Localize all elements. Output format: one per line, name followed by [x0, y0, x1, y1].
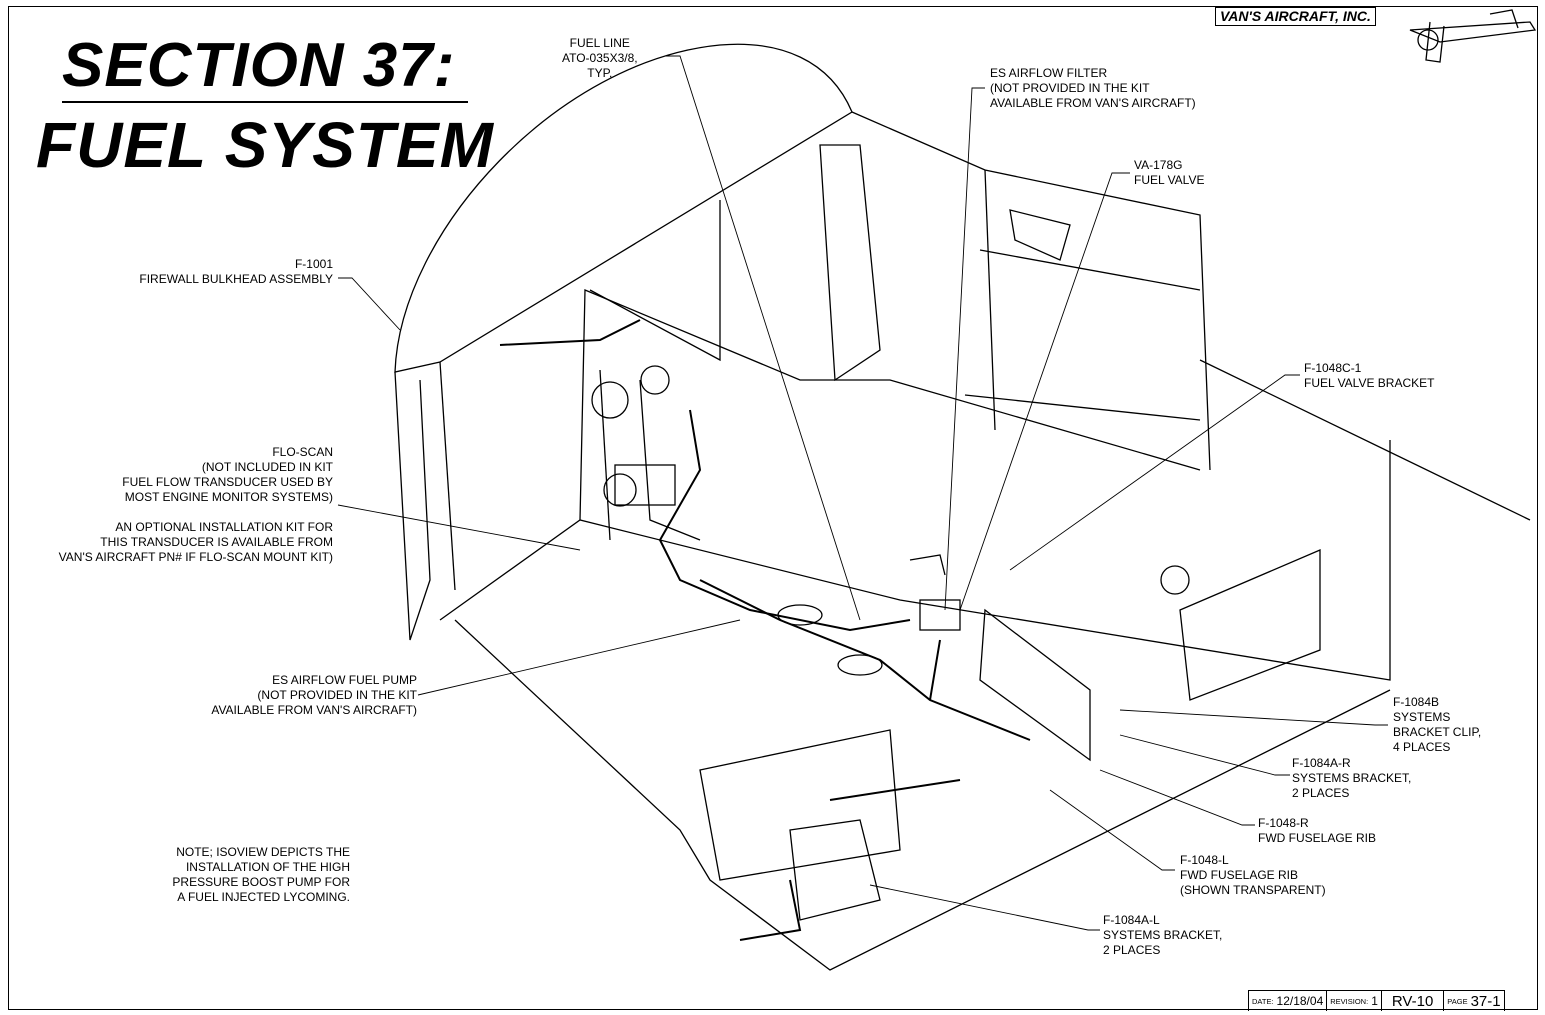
fuel-components	[591, 365, 1321, 921]
airplane-logo-icon	[1409, 9, 1537, 63]
drawing-frame	[8, 6, 1538, 1010]
firewall-bulkhead	[394, 43, 853, 641]
label-es-airflow-filter: ES AIRFLOW FILTER(NOT PROVIDED IN THE KI…	[990, 66, 1196, 110]
callout-leaders	[337, 55, 1388, 931]
cockpit-floor	[439, 200, 1391, 971]
company-name: VAN'S AIRCRAFT, INC.	[1215, 7, 1376, 26]
title-block-date: DATE:12/18/04	[1249, 991, 1328, 1011]
title-underline	[62, 101, 468, 103]
label-fuel-pump: ES AIRFLOW FUEL PUMP(NOT PROVIDED IN THE…	[211, 673, 417, 717]
section-subtitle: FUEL SYSTEM	[36, 109, 494, 181]
section-title: SECTION 37:	[62, 31, 456, 100]
title-block-model: RV-10	[1382, 991, 1445, 1011]
fuselage-frame	[819, 111, 1531, 521]
title-block-revision: REVISION:1	[1327, 991, 1382, 1011]
